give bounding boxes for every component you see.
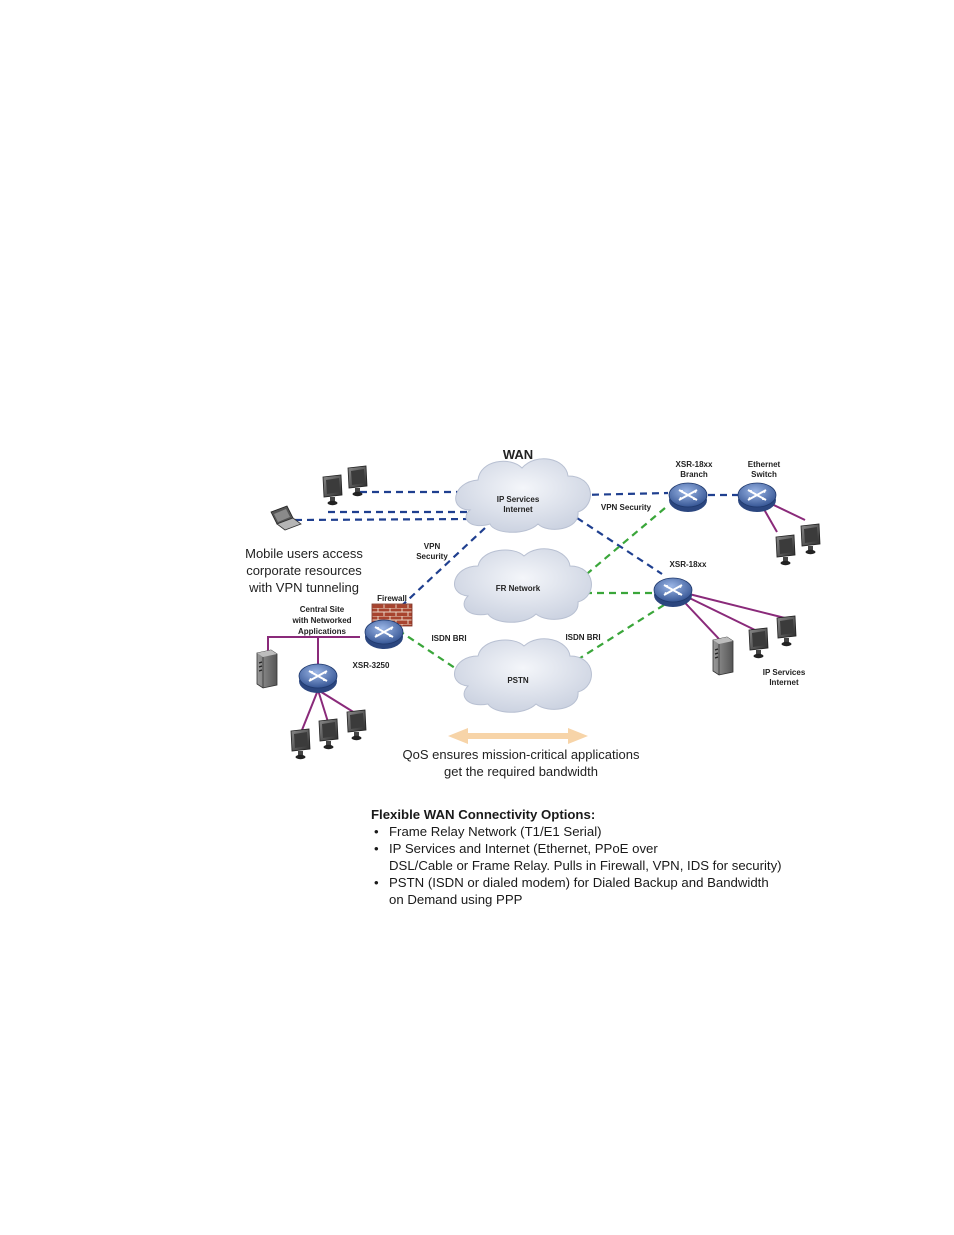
monitor-icon: [318, 718, 339, 750]
isdn-bri-left-label: ISDN BRI: [431, 634, 466, 643]
option-text-pstn-2: on Demand using PPP: [389, 892, 523, 907]
mobile-caption-line-3: with VPN tunneling: [248, 580, 359, 595]
monitor-icon: [346, 709, 367, 741]
xsr-remote-label: XSR-18xx: [670, 560, 707, 569]
xsr-branch-label-1: XSR-18xx: [676, 460, 713, 469]
qos-caption-line-1: QoS ensures mission-critical application…: [403, 747, 640, 762]
ip-services-remote-label-1: IP Services: [763, 668, 806, 677]
monitor-icon: [776, 615, 797, 647]
cloud-icon-fr-network: [454, 548, 592, 623]
cloud-label-internet: Internet: [503, 505, 533, 514]
vpn-security-right-label: VPN Security: [601, 503, 652, 512]
monitor-icon: [322, 474, 343, 506]
router-icon-xsr-remote: [653, 577, 693, 608]
router-icon-xsr-3250: [364, 619, 404, 650]
router-icon-xsr-branch: [668, 482, 708, 513]
isdn-links: [397, 507, 666, 671]
isdn-bri-right-label: ISDN BRI: [565, 633, 600, 642]
cloud-label-fr-network: FR Network: [496, 584, 541, 593]
laptop-icon: [270, 505, 302, 531]
central-site-label-2: with Networked: [291, 616, 351, 625]
server-icon: [256, 649, 278, 689]
monitor-icon: [748, 627, 769, 659]
vpn-security-left-label-1: VPN: [424, 542, 441, 551]
mobile-caption-line-2: corporate resources: [246, 563, 362, 578]
server-icon: [712, 636, 734, 676]
ethernet-switch-label-2: Switch: [751, 470, 777, 479]
vpn-links: [294, 490, 738, 613]
central-site-label-3: Applications: [298, 627, 347, 636]
cloud-icon-ip-services: [455, 458, 591, 533]
connectivity-options: Flexible WAN Connectivity Options: Frame…: [371, 806, 791, 908]
monitor-icon: [775, 534, 796, 566]
ethernet-switch-label-1: Ethernet: [748, 460, 781, 469]
monitor-icon: [290, 728, 311, 760]
xsr-branch-label-2: Branch: [680, 470, 708, 479]
switch-icon: [737, 482, 777, 513]
router-icon-central-lan: [298, 663, 338, 694]
options-list: Frame Relay Network (T1/E1 Serial) IP Se…: [371, 823, 791, 908]
option-item-frame-relay: Frame Relay Network (T1/E1 Serial): [371, 823, 791, 840]
cloud-icon-pstn: [454, 638, 592, 713]
qos-caption-line-2: get the required bandwidth: [444, 764, 598, 779]
option-text-ip-services-2: DSL/Cable or Frame Relay. Pulls in Firew…: [389, 858, 782, 873]
central-site-label-1: Central Site: [300, 605, 345, 614]
firewall-label: Firewall: [377, 594, 407, 603]
option-text-pstn-1: PSTN (ISDN or dialed modem) for Dialed B…: [389, 875, 769, 890]
option-text-ip-services-1: IP Services and Internet (Ethernet, PPoE…: [389, 841, 658, 856]
qos-arrow: [448, 728, 588, 744]
options-heading: Flexible WAN Connectivity Options:: [371, 807, 596, 822]
mobile-caption-line-1: Mobile users access: [245, 546, 363, 561]
cloud-label-ip-services: IP Services: [497, 495, 540, 504]
ip-services-remote-label-2: Internet: [769, 678, 799, 687]
wan-title: WAN: [503, 447, 533, 462]
cloud-label-pstn: PSTN: [507, 676, 529, 685]
xsr-3250-label: XSR-3250: [353, 661, 390, 670]
monitor-icon: [800, 523, 821, 555]
vpn-security-left-label-2: Security: [416, 552, 448, 561]
option-item-pstn: PSTN (ISDN or dialed modem) for Dialed B…: [371, 874, 791, 908]
option-item-ip-services: IP Services and Internet (Ethernet, PPoE…: [371, 840, 791, 874]
